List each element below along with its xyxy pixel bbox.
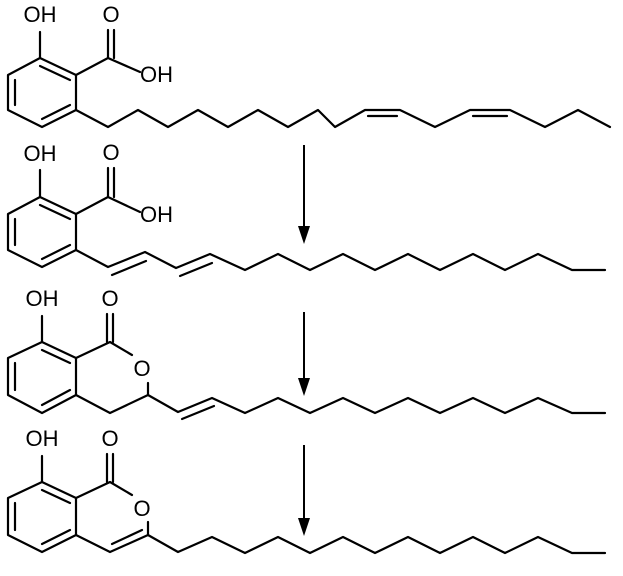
c4-ring-oxygen-label: O	[133, 496, 150, 521]
c4-hydroxyl-label: OH	[26, 426, 59, 451]
compound-4: OH O O	[6, 426, 607, 555]
c2-aromatic-inner-bonds	[13, 203, 72, 261]
compound-1: OH O OH	[6, 2, 612, 129]
reaction-arrow-3	[298, 445, 310, 536]
c2-double-bond-2	[178, 261, 214, 278]
c2-benzene-ring	[6, 195, 78, 269]
c3-carbonyl-bonds	[105, 312, 115, 344]
c3-side-chain	[146, 393, 607, 415]
c1-aromatic-inner-bonds	[13, 64, 72, 121]
compound-2: OH O OH	[6, 140, 607, 278]
c2-carbonyl-oxygen-label: O	[102, 140, 119, 165]
c2-acid-hydroxyl-label: OH	[140, 202, 173, 227]
compound-3: OH O O	[6, 286, 607, 421]
reaction-arrow-2	[298, 312, 310, 396]
c1-benzene-ring	[6, 56, 78, 129]
c4-lactone-ring	[74, 480, 150, 554]
c4-carbonyl-bonds	[105, 452, 115, 484]
c3-benzene-ring	[6, 340, 78, 415]
c1-side-chain	[74, 108, 612, 129]
c3-carbonyl-oxygen-label: O	[101, 286, 118, 311]
c3-double-bond	[180, 404, 216, 421]
c4-side-chain	[146, 533, 607, 555]
c3-ring-oxygen-label: O	[133, 356, 150, 381]
c4-benzene-ring	[6, 480, 78, 554]
c3-lactone-ring	[74, 340, 150, 415]
c3-hydroxyl-label: OH	[26, 286, 59, 311]
c3-aromatic-inner-bonds	[13, 348, 72, 407]
reaction-arrow-1	[298, 145, 310, 244]
c1-acid-hydroxyl-label: OH	[140, 62, 173, 87]
c2-hydroxyl-label: OH	[24, 141, 57, 166]
c2-side-chain	[74, 248, 607, 272]
c1-carboxyl-bonds	[74, 28, 142, 77]
c2-double-bond-1	[110, 259, 148, 277]
c4-ring-double-bond	[110, 528, 144, 546]
c4-carbonyl-oxygen-label: O	[101, 426, 118, 451]
c2-carboxyl-bonds	[74, 166, 142, 216]
c1-carbonyl-oxygen-label: O	[102, 2, 119, 27]
c4-aromatic-inner-bonds	[13, 488, 72, 546]
c1-hydroxyl-label: OH	[24, 2, 57, 27]
